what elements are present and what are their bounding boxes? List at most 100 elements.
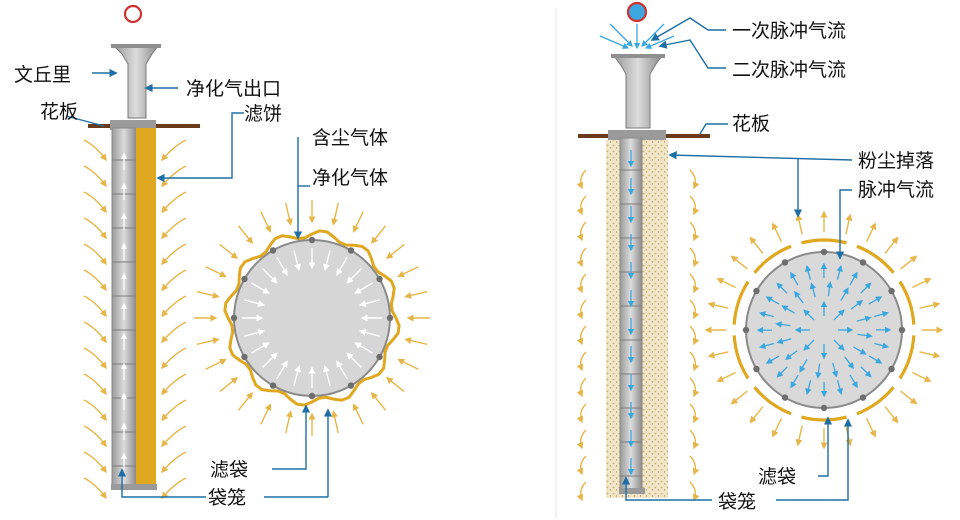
dust-out-arrow <box>772 222 783 243</box>
dust-out-arrow <box>707 351 729 359</box>
pulse-jet-arrow <box>609 23 633 47</box>
dust-arrow <box>161 347 187 370</box>
venturi-rim <box>611 54 665 58</box>
bag-cross-section <box>194 200 430 436</box>
dust-arrow <box>689 169 700 190</box>
right-panel-pulse-cleaning: 一次脉冲气流 二次脉冲气流 花板 粉尘掉落 脉冲气流 滤袋 袋笼 <box>576 1 944 513</box>
label-clean-gas: 净化气体 <box>312 167 388 189</box>
dusty-gas-arrow <box>331 202 339 226</box>
pulse-arrow <box>765 296 780 305</box>
label-filter-bag: 滤袋 <box>758 466 796 488</box>
dusty-gas-arrow <box>370 391 387 411</box>
pulse-arrow <box>860 282 872 294</box>
nozzle-icon <box>626 1 648 23</box>
pulse-jet-arrow <box>599 35 630 49</box>
clean-gas-arrow <box>293 250 301 272</box>
dust-arrow <box>576 377 587 398</box>
dust-out-arrow <box>795 425 803 447</box>
pulse-arrow <box>793 290 804 304</box>
dust-arrow <box>83 373 107 396</box>
dust-arrow <box>161 269 187 292</box>
pulse-arrow <box>849 271 858 286</box>
cage-wire <box>753 287 760 295</box>
label-venturi: 文丘里 <box>14 64 71 86</box>
pulse-arrow <box>831 362 839 378</box>
dust-arrow <box>161 191 187 214</box>
bag-collar <box>608 130 666 140</box>
cage-wire <box>269 247 277 254</box>
dust-out-arrow <box>749 236 764 254</box>
cage-wire <box>753 365 760 373</box>
pulse-arrow <box>833 309 845 321</box>
label-pulse-flow: 脉冲气流 <box>858 179 934 201</box>
pulse-arrow <box>803 339 815 351</box>
clean-gas-arrow <box>276 360 288 379</box>
dust-arrow <box>576 325 587 346</box>
pulse-arrow <box>853 346 867 355</box>
dust-arrow <box>161 451 187 474</box>
dust-out-arrow <box>919 301 941 309</box>
dust-out-arrow <box>845 213 853 235</box>
pulse-arrow <box>765 355 780 364</box>
clean-gas-arrow <box>251 342 270 354</box>
pulse-arrow <box>856 315 872 323</box>
cage-wire <box>820 248 828 256</box>
dusty-gas-arrow <box>397 358 419 370</box>
dust-arrow <box>689 299 700 320</box>
filter-bag-outline <box>223 229 401 407</box>
label-filter-cake: 滤饼 <box>244 103 282 125</box>
dust-arrow <box>161 165 187 188</box>
dust-arrow <box>576 195 587 216</box>
clean-gas-arrow <box>358 329 380 337</box>
dust-arrow <box>83 347 107 370</box>
dust-arrow <box>576 247 587 268</box>
pulse-arrow <box>776 337 792 345</box>
pulse-arrow <box>790 374 799 389</box>
dust-out-arrow <box>911 371 932 382</box>
dust-out-arrow <box>900 390 918 405</box>
dust-arrow <box>83 217 107 240</box>
dust-out-arrow <box>730 255 748 270</box>
label-tube-sheet: 花板 <box>732 113 770 135</box>
dust-arrow <box>576 351 587 372</box>
clean-gas-arrow <box>336 257 348 276</box>
bag-cross-section <box>704 210 944 450</box>
pulse-arrow <box>868 296 883 305</box>
cage-wire <box>347 382 355 389</box>
leader-lines <box>65 68 333 498</box>
label-clean-outlet: 净化气出口 <box>186 78 281 100</box>
pulse-arrow <box>790 271 799 286</box>
filter-bag-segment <box>856 244 895 274</box>
pulse-arrow <box>874 311 889 318</box>
dust-falling-arrows <box>576 169 700 502</box>
venturi-rim <box>111 44 161 48</box>
dust-arrow <box>83 425 107 448</box>
dusty-gas-arrow <box>237 391 254 411</box>
dust-arrow <box>576 273 587 294</box>
dust-arrow <box>689 377 700 398</box>
label-dust-falling: 粉尘掉落 <box>858 150 934 172</box>
dust-arrow <box>161 399 187 422</box>
dust-arrow <box>689 325 700 346</box>
filter-bag-segment <box>732 335 750 380</box>
dust-out-arrow <box>911 278 932 289</box>
dusty-gas-arrow <box>196 337 220 345</box>
dusty-gas-arrow <box>196 291 220 299</box>
cage-wire <box>888 365 895 373</box>
dust-arrow <box>83 321 107 344</box>
dust-arrow <box>161 217 187 240</box>
pulse-arrow <box>776 366 788 378</box>
pulse-arrow <box>826 281 833 297</box>
dusty-gas-arrow <box>331 410 339 434</box>
label-dusty-gas: 含尘气体 <box>312 127 388 149</box>
dust-arrow <box>161 477 187 500</box>
dusty-gas-arrow <box>219 243 239 260</box>
nozzle-icon <box>123 4 143 24</box>
dusty-gas-arrow <box>385 376 405 393</box>
dust-arrow <box>689 273 700 294</box>
dust-arrow <box>83 191 107 214</box>
pulse-jet-arrows <box>599 23 675 50</box>
clean-gas-arrow <box>323 364 331 386</box>
clean-gas-arrow <box>244 299 266 307</box>
